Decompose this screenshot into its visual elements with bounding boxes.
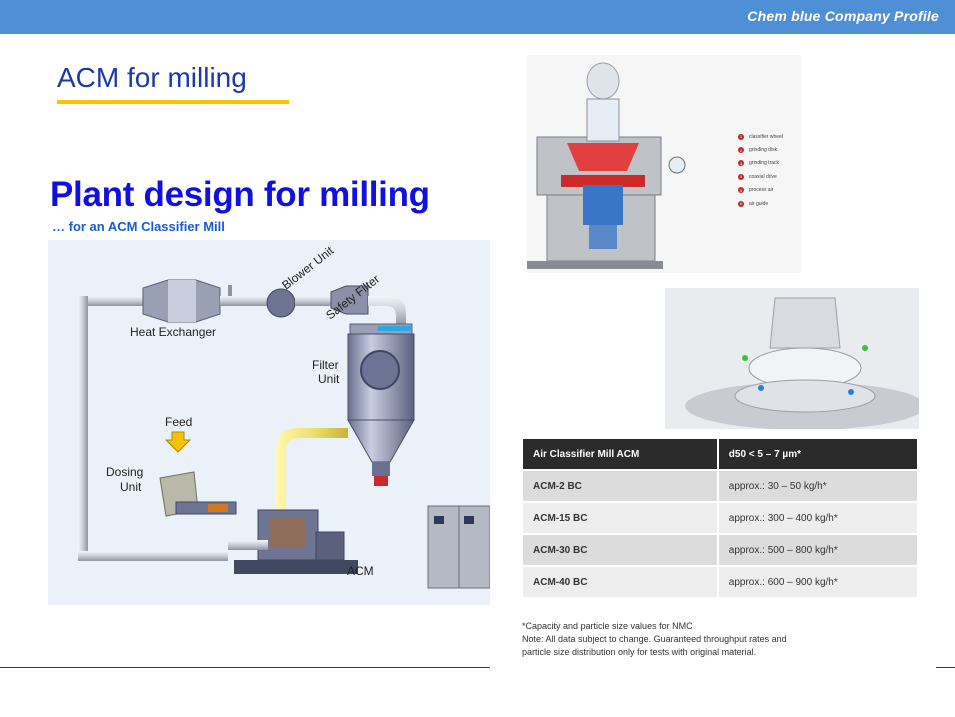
label-heat-exchanger: Heat Exchanger xyxy=(130,325,216,339)
table-header-cell: Air Classifier Mill ACM xyxy=(523,439,717,469)
legend-label: coaxial drive xyxy=(749,173,777,180)
table-row: ACM-30 BC approx.: 500 – 800 kg/h* xyxy=(523,535,917,565)
note-line: Note: All data subject to change. Guaran… xyxy=(522,634,787,644)
acm-cross-section xyxy=(527,55,801,273)
grinding-disk xyxy=(561,175,645,187)
section-title: ACM for milling xyxy=(57,62,247,93)
legend-number: 2 xyxy=(738,147,744,154)
legend-item: 3 grinding track xyxy=(738,157,783,170)
grinding-rotor xyxy=(734,379,876,413)
legend-item: 6 air guide xyxy=(738,197,783,210)
legend-label: grinding track xyxy=(749,160,780,167)
control-display-left xyxy=(434,516,444,524)
acm-mill-chamber xyxy=(270,518,306,548)
pipe-left-return xyxy=(78,296,88,561)
legend-label: process air xyxy=(749,187,774,194)
table-cell-model: ACM-2 BC xyxy=(523,471,717,501)
classifier-shaft xyxy=(769,297,841,349)
label-dosing-1: Dosing xyxy=(106,465,143,479)
table-header-row: Air Classifier Mill ACM d50 < 5 – 7 µm* xyxy=(523,439,917,469)
airflow-marker xyxy=(758,385,764,391)
legend-label: grinding disk xyxy=(749,147,778,154)
label-feed: Feed xyxy=(165,415,192,429)
table-cell-capacity: approx.: 300 – 400 kg/h* xyxy=(718,503,917,533)
pipe-into-mill xyxy=(228,540,268,550)
filter-outlet xyxy=(372,462,390,476)
drive-pulley xyxy=(589,225,617,249)
header-title: Chem blue Company Profile xyxy=(747,8,939,24)
legend-number: 6 xyxy=(738,200,744,207)
header-bar xyxy=(0,0,955,34)
capacity-table: Air Classifier Mill ACM d50 < 5 – 7 µm* … xyxy=(521,437,919,599)
plant-flow-diagram: Heat Exchanger Blower Unit Safety Filter… xyxy=(48,240,490,605)
table-cell-capacity: approx.: 500 – 800 kg/h* xyxy=(718,535,917,565)
section-underline xyxy=(57,100,289,104)
pipe-top-left xyxy=(78,296,153,306)
acm-base-frame xyxy=(234,560,358,574)
heat-exchanger-core xyxy=(168,280,196,322)
valve-stem xyxy=(228,285,232,296)
cross-section-legend: 1 classifier wheel 2 grinding disk 3 grindi… xyxy=(738,130,783,210)
table-row: ACM-40 BC approx.: 600 – 900 kg/h* xyxy=(523,567,917,597)
legend-number: 5 xyxy=(738,187,744,194)
mill-base xyxy=(527,261,663,269)
safety-filter xyxy=(330,285,369,315)
table-cell-capacity: approx.: 600 – 900 kg/h* xyxy=(718,567,917,597)
dosing-screw-band xyxy=(208,504,228,512)
acm-motor xyxy=(315,531,345,561)
airflow-marker xyxy=(848,389,854,395)
table-notes: *Capacity and particle size values for N… xyxy=(522,620,787,659)
coaxial-drive xyxy=(583,185,623,225)
product-pipe xyxy=(276,428,348,515)
table-cell-model: ACM-40 BC xyxy=(523,567,717,597)
table-cell-capacity: approx.: 30 – 50 kg/h* xyxy=(718,471,917,501)
mill-3d-render xyxy=(665,288,919,429)
classifier-wheel xyxy=(567,143,639,171)
legend-item: 5 process air xyxy=(738,184,783,197)
label-acm: ACM xyxy=(347,564,374,578)
pipe-bottom-return xyxy=(78,551,228,561)
label-filter-1: Filter xyxy=(312,358,339,372)
note-line: *Capacity and particle size values for N… xyxy=(522,621,693,631)
footer-divider-right xyxy=(936,667,955,668)
legend-number: 1 xyxy=(738,133,744,140)
legend-label: air guide xyxy=(749,200,769,207)
control-display-right xyxy=(464,516,474,524)
table-header-cell: d50 < 5 – 7 µm* xyxy=(718,439,917,469)
particle-marker xyxy=(862,345,868,351)
table-row: ACM-2 BC approx.: 30 – 50 kg/h* xyxy=(523,471,917,501)
outlet-pipe xyxy=(586,98,620,142)
legend-number: 3 xyxy=(738,160,744,167)
footer-divider-left xyxy=(0,667,490,668)
legend-item: 2 grinding disk xyxy=(738,143,783,156)
label-filter-2: Unit xyxy=(318,372,340,386)
legend-label: classifier wheel xyxy=(749,133,783,140)
blower-unit xyxy=(266,288,296,318)
air-inlet xyxy=(668,156,686,174)
filter-inspection-window xyxy=(360,350,400,390)
filter-valve xyxy=(374,476,388,486)
pipe-to-filter xyxy=(368,296,406,326)
note-line: particle size distribution only for test… xyxy=(522,647,757,657)
filter-lid-band xyxy=(378,326,412,331)
legend-item: 4 coaxial drive xyxy=(738,170,783,183)
particle-marker xyxy=(742,355,748,361)
label-dosing-2: Unit xyxy=(120,480,142,494)
feed-arrow xyxy=(164,431,192,453)
pipe-to-safety-filter xyxy=(295,296,335,306)
legend-number: 4 xyxy=(738,173,744,180)
table-row: ACM-15 BC approx.: 300 – 400 kg/h* xyxy=(523,503,917,533)
table-cell-model: ACM-30 BC xyxy=(523,535,717,565)
plant-subtitle: … for an ACM Classifier Mill xyxy=(52,219,225,234)
table-cell-model: ACM-15 BC xyxy=(523,503,717,533)
plant-title: Plant design for milling xyxy=(50,175,430,214)
legend-item: 1 classifier wheel xyxy=(738,130,783,143)
pipe-to-blower xyxy=(220,296,280,306)
outlet-bubble xyxy=(586,62,620,100)
